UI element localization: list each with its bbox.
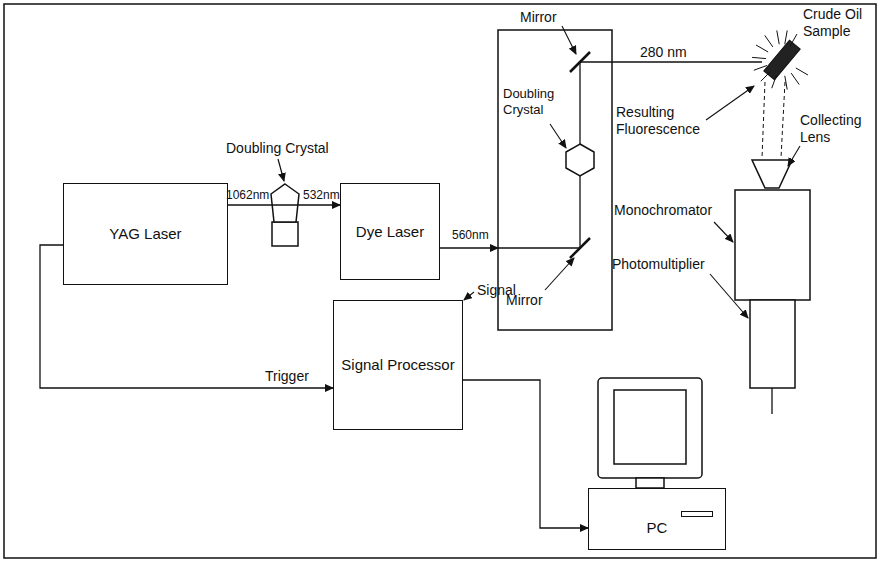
- leader-line: [545, 258, 574, 290]
- leader-line: [714, 222, 733, 242]
- part-label: Signal: [477, 282, 516, 299]
- fluorescence-path: [781, 82, 785, 158]
- doubling-crystal: [271, 184, 299, 246]
- part-label: Doubling Crystal: [503, 86, 565, 117]
- fluorescence-path: [762, 82, 765, 158]
- part-label: Doubling Crystal: [226, 140, 329, 157]
- leader-line: [706, 86, 754, 120]
- wire: [771, 388, 772, 414]
- monochromator: [735, 190, 810, 300]
- part-label: Photomultiplier: [612, 256, 705, 273]
- crude-oil-sample: [764, 40, 800, 80]
- part-label: 560nm: [452, 228, 489, 242]
- drive-slot: [681, 511, 713, 517]
- doubling-crystal: [566, 144, 594, 176]
- part-label: 1062nm: [226, 188, 269, 202]
- edge-label: Trigger: [263, 368, 311, 385]
- part-label: Mirror: [520, 9, 557, 26]
- leader-line: [550, 124, 566, 148]
- part-label: Resulting Fluorescence: [616, 104, 712, 138]
- part-label: Monochromator: [614, 202, 712, 219]
- box-label: Signal Processor: [341, 356, 454, 374]
- leader-line: [562, 26, 576, 54]
- leader-line: [710, 274, 748, 318]
- connector: [463, 380, 588, 528]
- pc-base: PC: [588, 488, 726, 550]
- box-label: Dye Laser: [356, 223, 424, 241]
- box-label: YAG Laser: [109, 225, 181, 243]
- mirror: [570, 238, 590, 258]
- part-label: Collecting Lens: [800, 112, 876, 146]
- collecting-lens: [752, 160, 792, 188]
- mirror: [570, 52, 590, 72]
- outer-frame: [4, 4, 876, 558]
- pc-monitor: [598, 378, 702, 488]
- box-label: PC: [647, 519, 668, 537]
- photomultiplier: [750, 300, 795, 388]
- device-box: Signal Processor: [333, 300, 463, 430]
- part-label: 532nm: [303, 188, 340, 202]
- signal-arrow: [464, 292, 474, 300]
- fluorescence-rays: [752, 30, 808, 89]
- laser-beam: [440, 62, 762, 248]
- connector: [228, 204, 340, 205]
- device-box: Dye Laser: [340, 183, 440, 280]
- part-label: 280 nm: [640, 44, 687, 61]
- leader-line: [278, 159, 284, 181]
- leader-line: [788, 146, 800, 166]
- part-label: Crude Oil Sample: [803, 6, 875, 40]
- device-box: YAG Laser: [63, 183, 228, 285]
